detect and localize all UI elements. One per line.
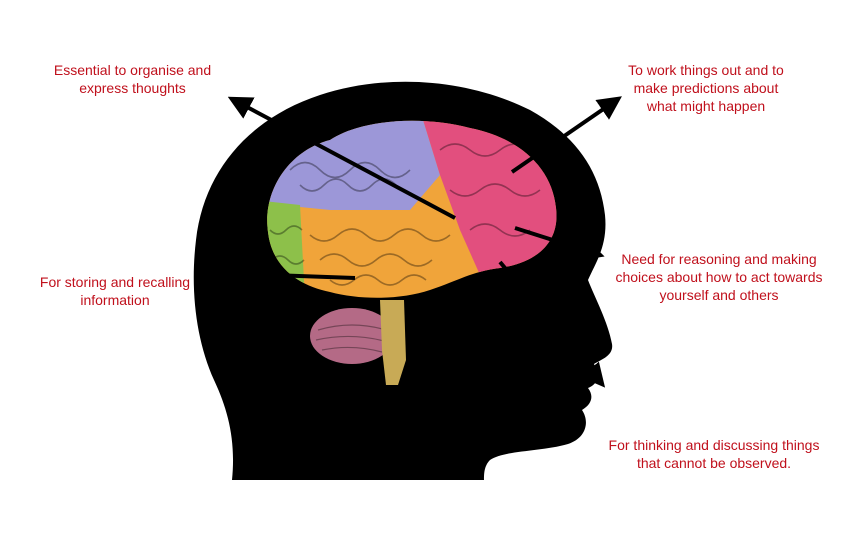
label-line: Need for reasoning and making <box>621 251 817 267</box>
arrow-mid-left <box>209 261 356 286</box>
label-line: For storing and recalling <box>39 274 191 290</box>
label-line: express thoughts <box>79 80 186 96</box>
label-line: choices about how to act towards <box>615 269 823 285</box>
label-line: that cannot be observed. <box>636 455 792 471</box>
label-line: what might happen <box>646 98 766 114</box>
arrow-bottom-right <box>498 260 606 388</box>
label-line: To work things out and to <box>628 62 784 78</box>
label-line: yourself and others <box>659 287 779 303</box>
label-line: make predictions about <box>633 80 779 96</box>
label-reasoning: Need for reasoning and making choices ab… <box>596 250 842 304</box>
label-abstract-thinking: For thinking and discussing things that … <box>596 436 832 472</box>
arrow-mid-right <box>514 226 605 261</box>
brainstem <box>380 300 406 385</box>
label-predictions: To work things out and to make predictio… <box>596 61 816 115</box>
label-memory: For storing and recalling information <box>20 273 210 309</box>
label-organise-thoughts: Essential to organise and express though… <box>30 61 235 97</box>
arrow-top-left <box>227 96 456 220</box>
label-line: information <box>80 292 150 308</box>
label-line: Essential to organise and <box>53 62 212 78</box>
label-line: For thinking and discussing things <box>608 437 820 453</box>
arrow-top-right <box>510 96 622 174</box>
cerebellum <box>310 308 394 364</box>
